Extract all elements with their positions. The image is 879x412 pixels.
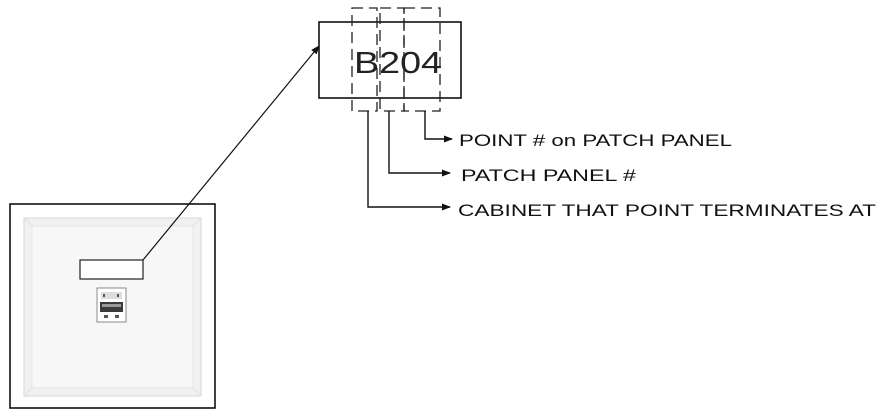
arrow-point bbox=[424, 111, 453, 143]
segment-bracket-cabinet bbox=[351, 7, 378, 112]
leader-line bbox=[142, 45, 320, 261]
point-label: POINT # on PATCH PANEL bbox=[459, 131, 732, 150]
label-code: B204 bbox=[354, 45, 442, 80]
wall-outlet-faceplate bbox=[9, 203, 216, 409]
rj45-socket-icon bbox=[96, 287, 127, 323]
arrow-cabinet bbox=[367, 111, 451, 211]
segment-bracket-point bbox=[403, 7, 441, 112]
callout-arrows bbox=[367, 111, 453, 211]
cabinet-label: CABINET THAT POINT TERMINATES AT bbox=[458, 201, 876, 220]
enlarged-label: B204 bbox=[318, 21, 462, 99]
segment-brackets bbox=[351, 7, 441, 112]
arrow-patch-panel bbox=[388, 111, 451, 177]
patch-panel-label: PATCH PANEL # bbox=[461, 166, 637, 185]
faceplate-label-window bbox=[79, 259, 144, 280]
